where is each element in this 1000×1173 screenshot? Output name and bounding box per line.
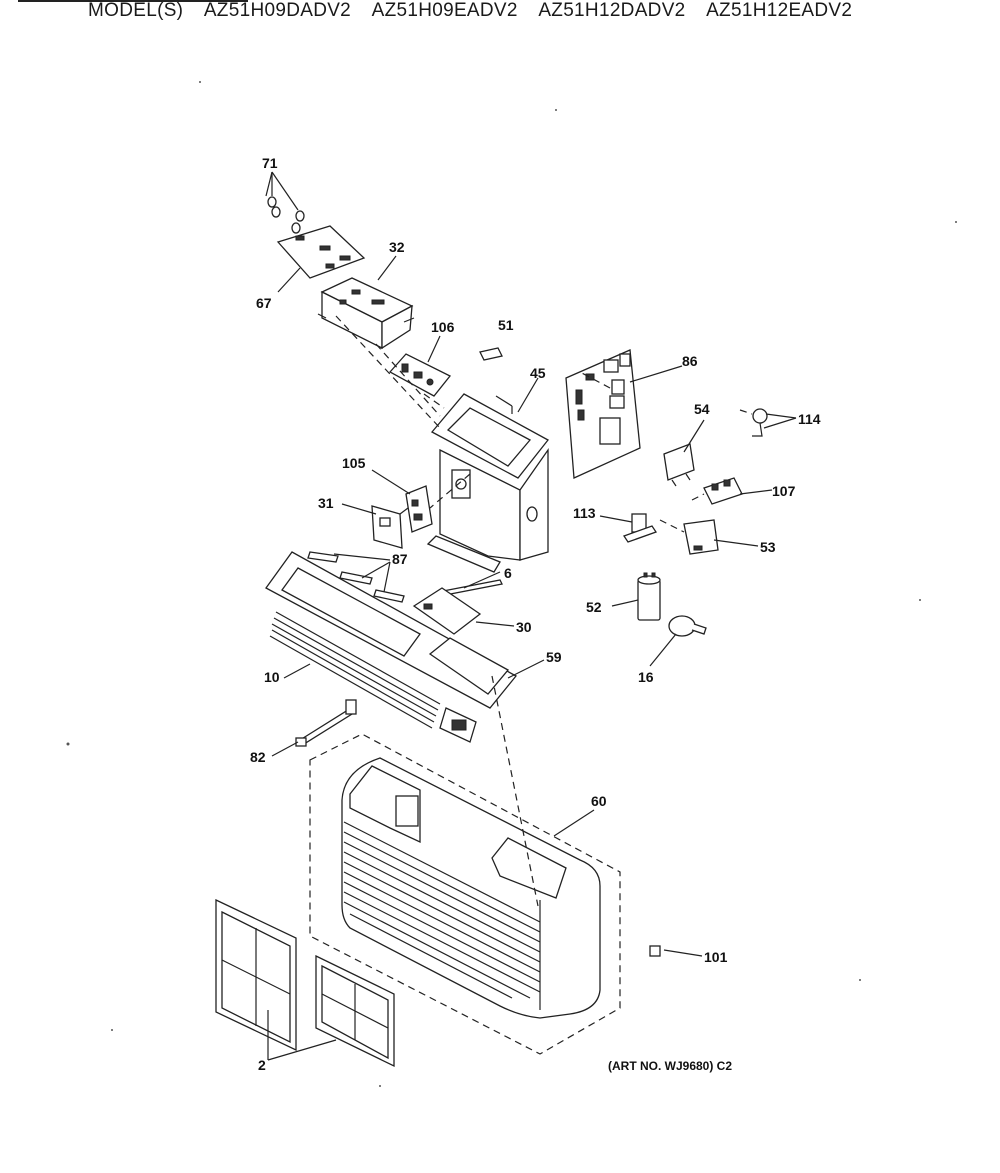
callout-51: 51 — [498, 317, 514, 333]
callout-82: 82 — [250, 749, 266, 765]
assembly-lines — [335, 315, 753, 907]
art-number: (ART NO. WJ9680) C2 — [608, 1059, 732, 1073]
callout-54: 54 — [694, 401, 710, 417]
part-101-clip — [649, 945, 661, 957]
callout-31: 31 — [318, 495, 334, 511]
part-16-clamp — [668, 615, 707, 637]
part-30-door — [412, 587, 482, 635]
part-71-knobs — [265, 171, 305, 234]
part-51-bracket — [479, 347, 503, 361]
model-number: AZ51H12DADV2 — [538, 0, 686, 21]
callout-59: 59 — [546, 649, 562, 665]
part-45-control-housing — [426, 393, 549, 573]
callout-16: 16 — [638, 669, 654, 685]
part-67-control-plate — [276, 225, 366, 279]
model-header: MODEL(S) AZ51H09DADV2 AZ51H09EADV2 AZ51H… — [88, 0, 868, 22]
callout-86: 86 — [682, 353, 698, 369]
callout-10: 10 — [264, 669, 280, 685]
callout-106: 106 — [431, 319, 455, 335]
callout-32: 32 — [389, 239, 405, 255]
models-label: MODEL(S) — [88, 0, 184, 21]
callout-113: 113 — [573, 505, 596, 521]
part-31-bracket — [371, 505, 409, 549]
scan-specks — [66, 81, 957, 1087]
part-105-bracket — [405, 485, 433, 533]
callout-60: 60 — [591, 793, 607, 809]
callout-45: 45 — [530, 365, 546, 381]
header-rule — [18, 0, 248, 2]
part-10-louvers — [269, 611, 477, 743]
leader-lines — [267, 255, 797, 1061]
part-2-filters — [215, 898, 395, 1068]
callout-114: 114 — [798, 411, 821, 427]
callout-30: 30 — [516, 619, 532, 635]
part-87-strips — [307, 551, 405, 603]
part-60-front-cover — [309, 733, 621, 1055]
model-number: AZ51H09DADV2 — [203, 0, 352, 21]
part-53-relay — [683, 519, 719, 555]
part-59-frame — [265, 551, 517, 709]
callout-52: 52 — [586, 599, 602, 615]
part-82-link — [295, 699, 357, 747]
part-106-circuit-board — [388, 353, 452, 397]
callout-87: 87 — [392, 551, 408, 567]
part-54-relay — [663, 443, 695, 487]
callout-107: 107 — [772, 483, 796, 499]
callout-2: 2 — [258, 1057, 266, 1073]
model-number: AZ51H12EADV2 — [706, 0, 853, 21]
part-32-control-box — [317, 277, 415, 350]
model-number: AZ51H09EADV2 — [371, 0, 518, 21]
part-52-capacitor — [637, 572, 661, 621]
callout-53: 53 — [760, 539, 776, 555]
callout-105: 105 — [342, 455, 366, 471]
part-107-terminal-block — [703, 477, 743, 505]
callout-71: 71 — [262, 155, 278, 171]
callout-67: 67 — [256, 295, 272, 311]
part-114-sensor — [752, 408, 768, 437]
part-86-main-board — [565, 349, 641, 479]
callout-101: 101 — [704, 949, 728, 965]
callout-6: 6 — [504, 565, 512, 581]
part-113-transformer — [622, 513, 658, 543]
